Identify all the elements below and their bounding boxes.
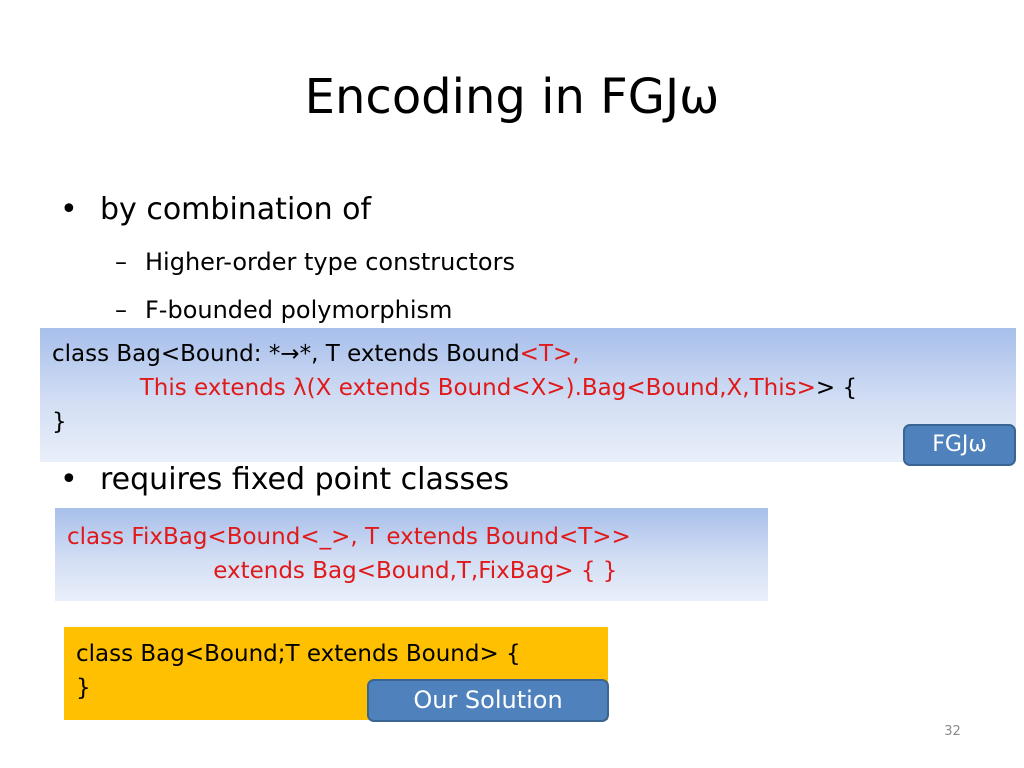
code-line-2: } (76, 675, 91, 701)
code-text-red: <T>, (519, 341, 580, 367)
fixbag-code-box: class FixBag<Bound<_>, T extends Bound<T… (55, 508, 768, 601)
code-line-1: class FixBag<Bound<_>, T extends Bound<T… (67, 524, 631, 550)
code-line-1: class Bag<Bound: *→*, T extends Bound<T>… (52, 337, 1004, 371)
bullet-marker: • (60, 192, 78, 227)
sub-bullet-marker: – (115, 296, 127, 324)
slide-title: Encoding in FGJω (304, 69, 720, 125)
solution-code-box: class Bag<Bound;T extends Bound> {} (64, 627, 608, 720)
code-text: > { (815, 375, 858, 401)
code-line-2: extends Bag<Bound,T,FixBag> { } (67, 558, 618, 584)
sub-bullet-higher-order: – Higher-order type constructors (115, 246, 515, 278)
code-text-red: This extends λ(X extends Bound<X>).Bag<B… (139, 375, 816, 401)
code-line-2: This extends λ(X extends Bound<X>).Bag<B… (52, 371, 1004, 405)
bullet-text: by combination of (100, 192, 372, 227)
bullet-combination: • by combination of (60, 190, 371, 230)
code-line-1: class Bag<Bound;T extends Bound> { (76, 641, 521, 667)
sub-bullet-text: F-bounded polymorphism (145, 296, 453, 324)
sub-bullet-text: Higher-order type constructors (145, 248, 515, 276)
page-number: 32 (944, 724, 961, 739)
fgjw-code-box: class Bag<Bound: *→*, T extends Bound<T>… (40, 328, 1016, 462)
sub-bullet-f-bounded: – F-bounded polymorphism (115, 294, 452, 326)
code-text: class Bag<Bound: *→*, T extends Bound (52, 341, 520, 367)
bullet-text: requires fixed point classes (100, 462, 510, 497)
fgjw-tag: FGJω (903, 424, 1016, 466)
sub-bullet-marker: – (115, 248, 127, 276)
code-line-3: } (52, 409, 67, 435)
bullet-fixed-point: • requires fixed point classes (60, 460, 509, 500)
our-solution-tag: Our Solution (367, 679, 609, 722)
bullet-marker: • (60, 462, 78, 497)
code-indent (52, 375, 140, 401)
